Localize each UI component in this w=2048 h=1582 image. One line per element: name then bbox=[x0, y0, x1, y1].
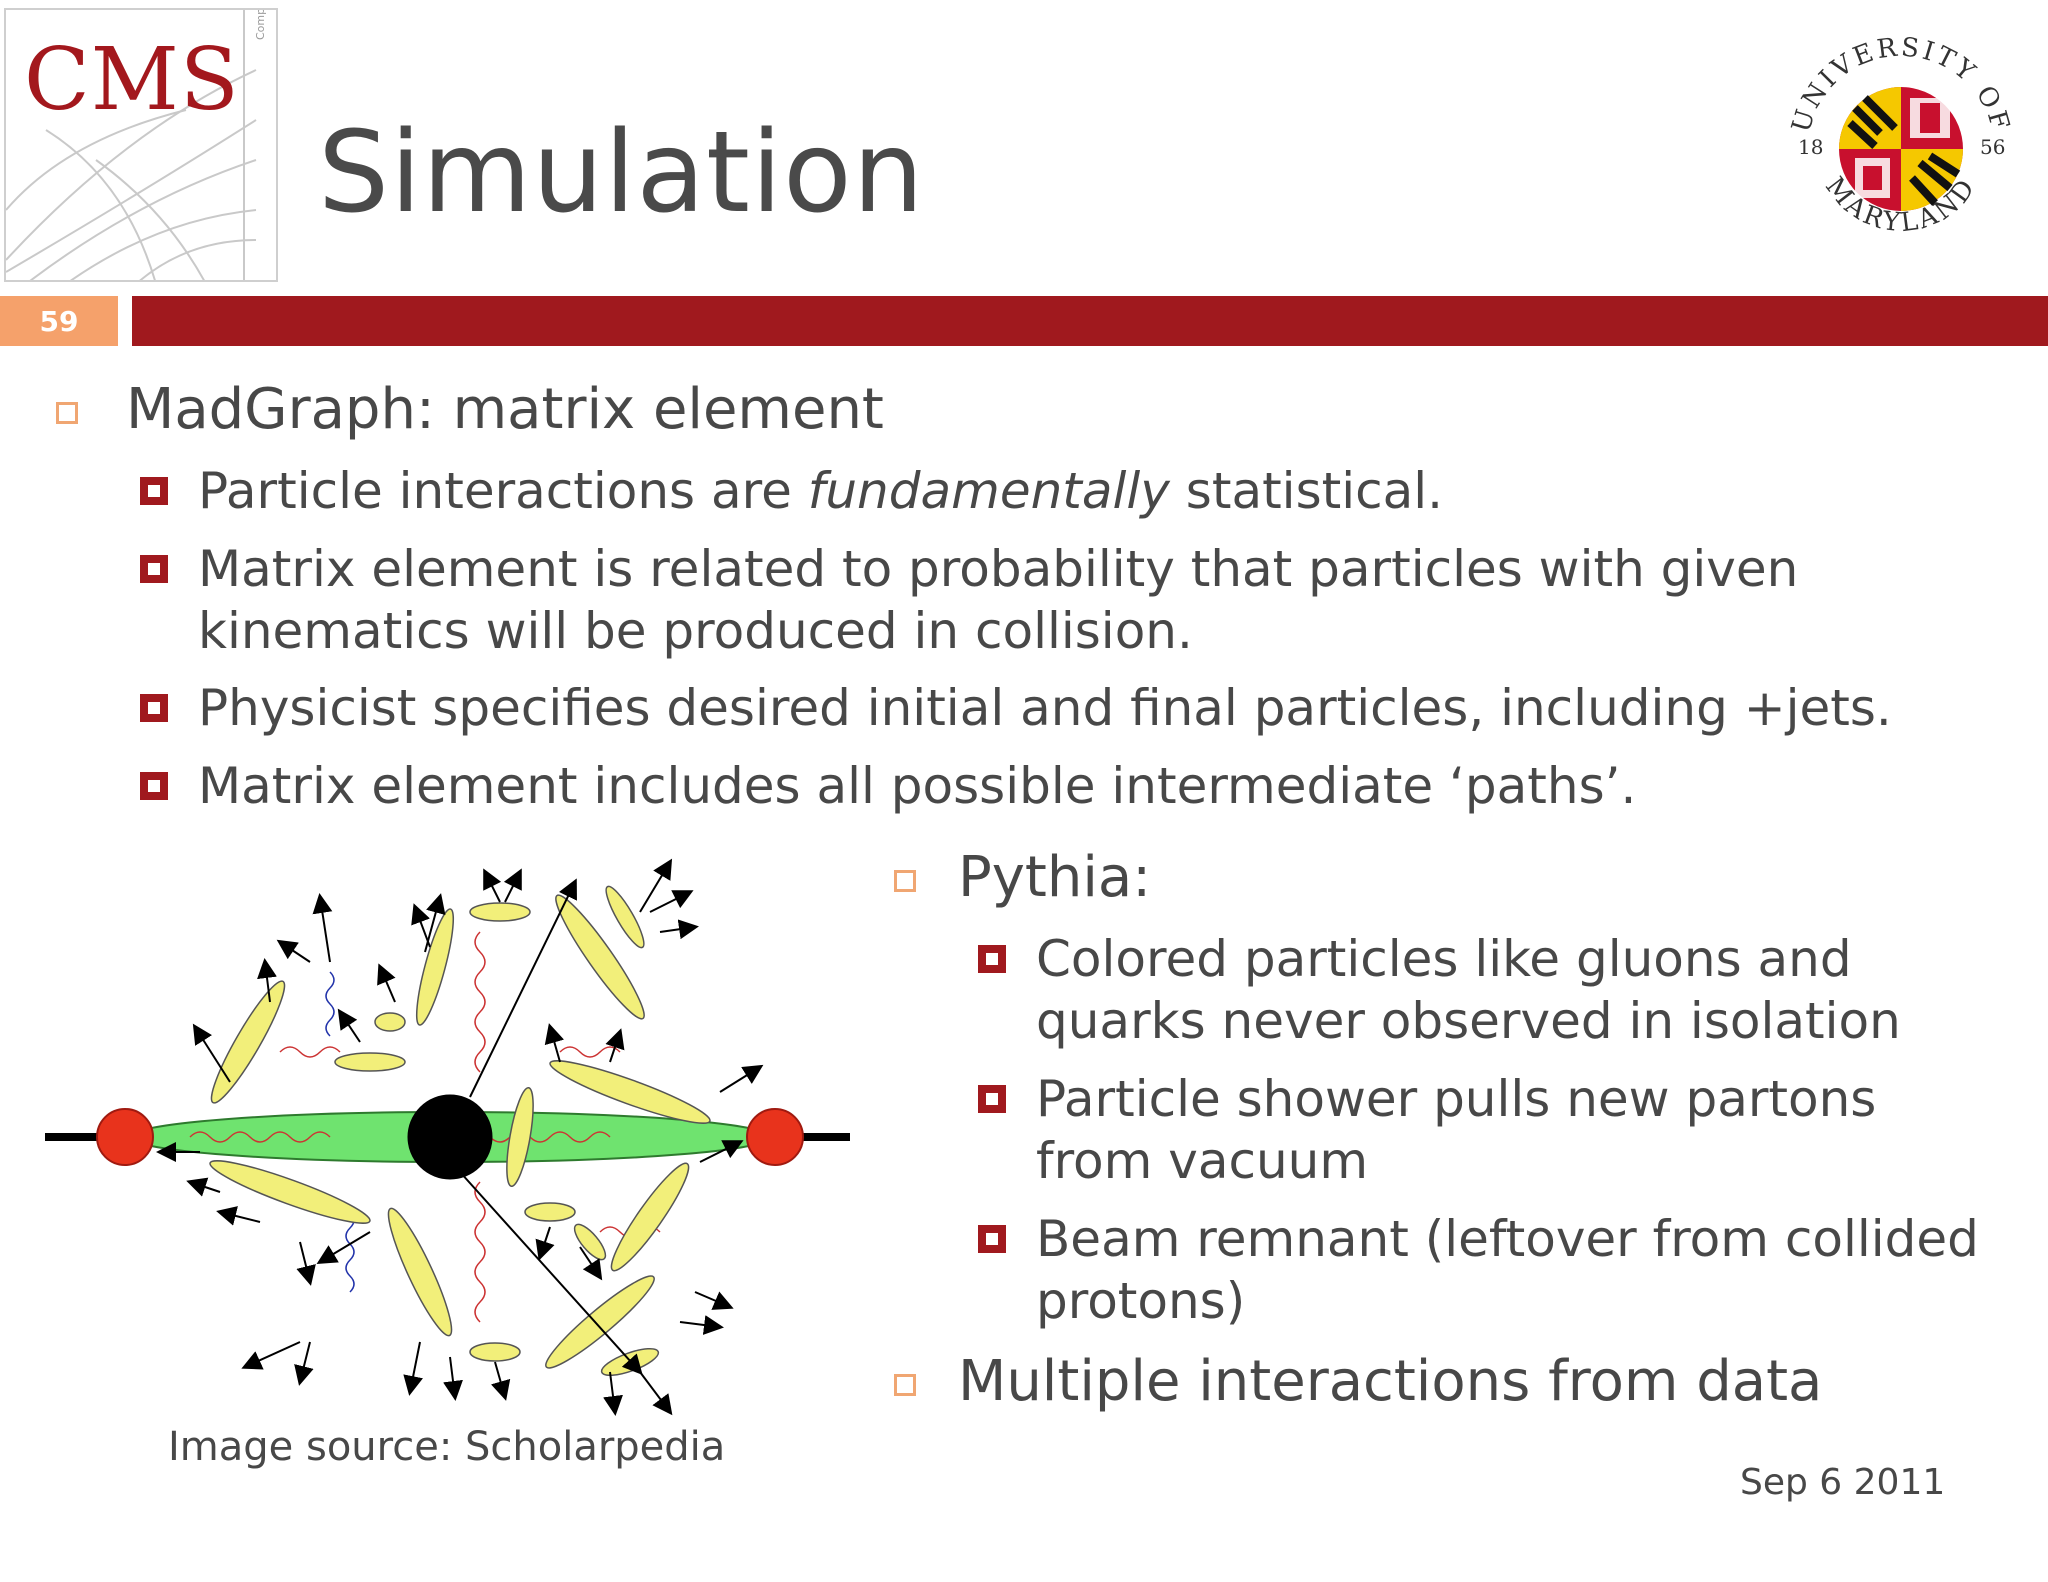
red-square-bullet-icon bbox=[978, 1225, 1006, 1253]
madgraph-item: Particle interactions are fundamentally … bbox=[140, 460, 2020, 522]
pythia-item: Beam remnant (leftover from collided pro… bbox=[978, 1208, 2038, 1332]
maryland-flag-seal bbox=[1839, 87, 1963, 211]
bullet-pythia: Pythia: bbox=[894, 846, 1151, 910]
cms-logo-text: CMS bbox=[24, 30, 240, 130]
hollow-bullet-icon bbox=[894, 1374, 916, 1396]
cms-logo-graphic bbox=[6, 10, 257, 280]
madgraph-item: Matrix element includes all possible int… bbox=[140, 755, 2020, 817]
madgraph-heading: MadGraph: matrix element bbox=[126, 377, 884, 442]
emphasis-text: fundamentally bbox=[807, 462, 1170, 520]
red-square-bullet-icon bbox=[978, 945, 1006, 973]
page-number: 59 bbox=[0, 296, 118, 346]
pythia-heading: Pythia: bbox=[958, 845, 1152, 910]
bullet-madgraph: MadGraph: matrix element bbox=[56, 378, 884, 442]
bullet-multiple-interactions: Multiple interactions from data bbox=[894, 1350, 1822, 1414]
pythia-item-text: Colored particles like gluons and quarks… bbox=[1036, 930, 1901, 1050]
cms-subtitle: Compact Muon Solenoid bbox=[254, 10, 267, 40]
madgraph-item-text: Matrix element is related to probability… bbox=[198, 540, 1799, 660]
multiple-interactions-heading: Multiple interactions from data bbox=[958, 1349, 1823, 1414]
pythia-item: Colored particles like gluons and quarks… bbox=[978, 928, 2018, 1052]
umd-year-left: 18 bbox=[1798, 135, 1823, 159]
madgraph-item: Physicist specifies desired initial and … bbox=[140, 677, 2020, 739]
madgraph-item-text: Matrix element includes all possible int… bbox=[198, 757, 1637, 815]
hollow-bullet-icon bbox=[56, 402, 78, 424]
red-square-bullet-icon bbox=[978, 1085, 1006, 1113]
umd-year-right: 56 bbox=[1980, 135, 2005, 159]
slide-date: Sep 6 2011 bbox=[1740, 1462, 1946, 1503]
red-square-bullet-icon bbox=[140, 477, 168, 505]
header-divider-bar bbox=[132, 296, 2048, 346]
umd-logo: UNIVERSITY OF MARYLAND 18 56 bbox=[1786, 32, 2012, 238]
pythia-item-text: Particle shower pulls new partons from v… bbox=[1036, 1070, 1877, 1190]
red-square-bullet-icon bbox=[140, 772, 168, 800]
hollow-bullet-icon bbox=[894, 870, 916, 892]
image-source-caption: Image source: Scholarpedia bbox=[168, 1424, 726, 1470]
red-square-bullet-icon bbox=[140, 694, 168, 722]
madgraph-item-text: Particle interactions are fundamentally … bbox=[198, 462, 1444, 520]
parton-shower-diagram bbox=[45, 858, 850, 1416]
slide-title: Simulation bbox=[318, 108, 925, 238]
madgraph-item-text: Physicist specifies desired initial and … bbox=[198, 679, 1892, 737]
madgraph-item: Matrix element is related to probability… bbox=[140, 538, 2020, 662]
pythia-item-text: Beam remnant (leftover from collided pro… bbox=[1036, 1210, 1979, 1330]
red-square-bullet-icon bbox=[140, 555, 168, 583]
pythia-item: Particle shower pulls new partons from v… bbox=[978, 1068, 2018, 1192]
cms-logo: CMS Compact Muon Solenoid bbox=[4, 8, 278, 282]
